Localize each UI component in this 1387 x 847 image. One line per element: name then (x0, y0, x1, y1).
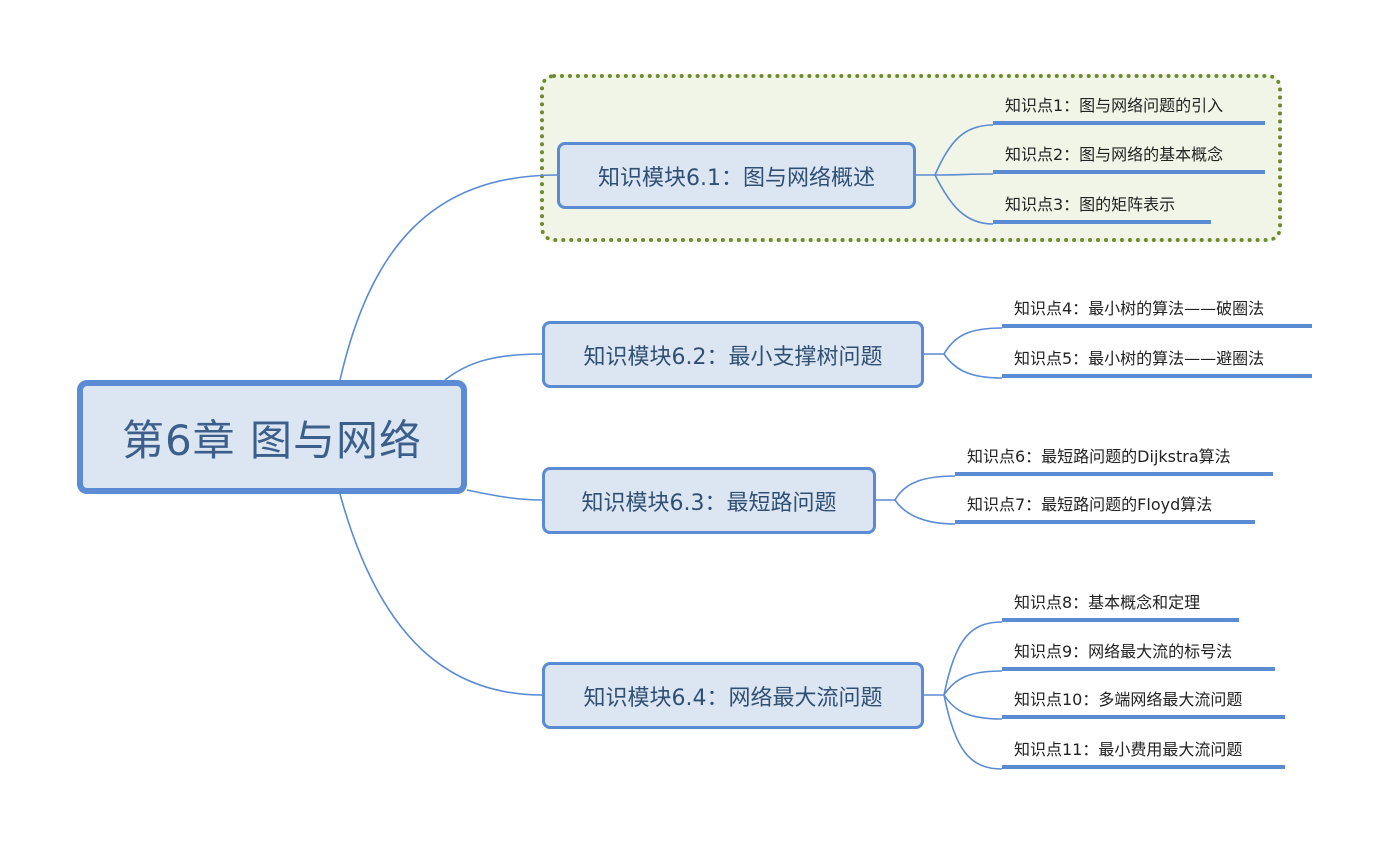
knowledge-point-1: 知识点1：图与网络问题的引入 (993, 91, 1265, 125)
knowledge-point-5: 知识点5：最小树的算法——避圈法 (1002, 344, 1312, 378)
module-node-6-4: 知识模块6.4：网络最大流问题 (542, 662, 924, 729)
root-node: 第6章 图与网络 (77, 380, 467, 494)
module-3-to-point-6-line (894, 475, 956, 501)
module-4-to-point-11-line (943, 694, 1003, 770)
knowledge-point-2: 知识点2：图与网络的基本概念 (993, 140, 1265, 174)
root-to-module-3-line (466, 489, 543, 501)
knowledge-point-11: 知识点11：最小费用最大流问题 (1002, 735, 1285, 769)
module-1-to-point-2-line (934, 173, 994, 176)
knowledge-point-10: 知识点10：多端网络最大流问题 (1002, 685, 1285, 719)
module-2-to-point-5-line (943, 353, 1003, 379)
module-2-to-point-4-line (943, 327, 1003, 355)
module-node-6-3: 知识模块6.3：最短路问题 (542, 467, 876, 534)
module-4-to-point-9-line (943, 670, 1003, 696)
knowledge-point-9: 知识点9：网络最大流的标号法 (1002, 637, 1275, 671)
knowledge-point-6: 知识点6：最短路问题的Dijkstra算法 (955, 442, 1273, 476)
root-to-module-2-line (444, 353, 543, 381)
root-to-module-1-line (339, 174, 558, 381)
module-4-to-point-10-line (943, 694, 1003, 720)
knowledge-point-4: 知识点4：最小树的算法——破圈法 (1002, 294, 1312, 328)
knowledge-point-3: 知识点3：图的矩阵表示 (993, 190, 1211, 224)
knowledge-point-7: 知识点7：最短路问题的Floyd算法 (955, 490, 1255, 524)
module-node-6-1: 知识模块6.1：图与网络概述 (557, 142, 916, 209)
root-to-module-4-line (339, 493, 543, 696)
module-3-to-point-7-line (894, 499, 956, 525)
knowledge-point-8: 知识点8：基本概念和定理 (1002, 588, 1239, 622)
module-node-6-2: 知识模块6.2：最小支撑树问题 (542, 321, 924, 388)
module-1-to-point-3-line (934, 174, 994, 225)
module-1-to-point-1-line (934, 124, 994, 176)
module-4-to-point-8-line (943, 621, 1003, 696)
